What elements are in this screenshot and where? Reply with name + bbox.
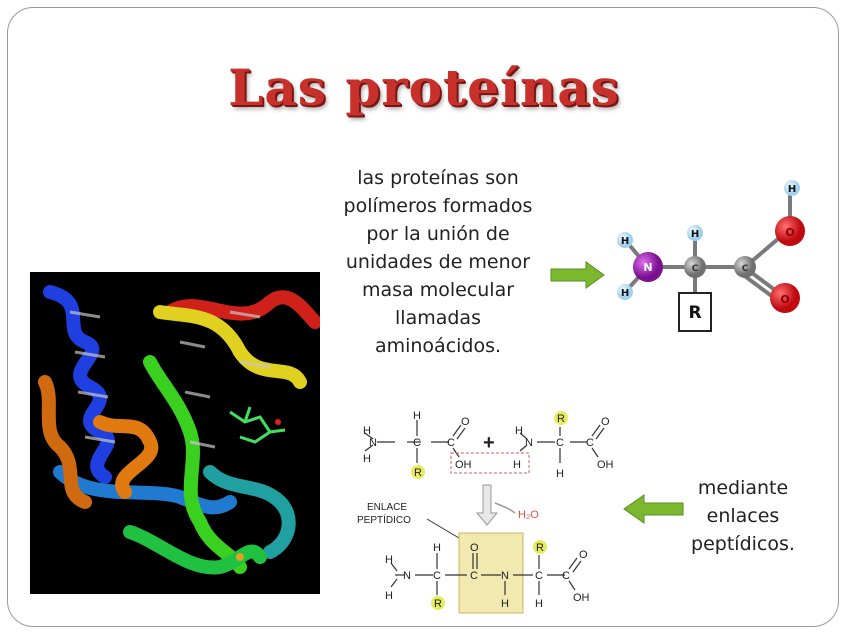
carbon-label: C: [692, 264, 699, 274]
h-label: H: [413, 410, 421, 422]
c-label: C: [556, 437, 564, 449]
protein-description: las proteínas son polímeros formados por…: [318, 164, 558, 360]
h-label: H: [385, 554, 393, 566]
arrow-left-icon: [623, 494, 684, 524]
description-line-1: las proteínas son: [357, 167, 519, 189]
description-line-5: masa molecular: [361, 279, 515, 301]
o-label: O: [601, 416, 610, 428]
h-label: H: [515, 425, 523, 437]
n-label: N: [369, 437, 377, 449]
c-label: C: [470, 570, 478, 582]
plus-sign: +: [483, 432, 495, 454]
r-label: R: [536, 542, 544, 554]
h-label: H: [501, 598, 509, 610]
peptide-bond-description: mediante enlaces peptídicos.: [668, 474, 818, 558]
peptide-bond-label-line-1: ENLACE: [367, 502, 407, 513]
peptide-bond-label-line-2: PEPTÍDICO: [357, 513, 411, 526]
o-label: O: [470, 542, 479, 554]
nitrogen-label: N: [643, 261, 652, 274]
h-label: H: [385, 590, 393, 602]
n-label: N: [525, 437, 533, 449]
c-label: C: [562, 570, 570, 582]
h-label: H: [621, 236, 629, 247]
bond-line-1: mediante: [697, 477, 789, 499]
arrow-right-icon: [550, 261, 605, 289]
n-label: N: [403, 570, 411, 582]
h-label: H: [433, 542, 441, 554]
h-label: H: [621, 288, 629, 299]
c-label: C: [586, 437, 594, 449]
h-label: H: [535, 598, 543, 610]
description-line-3: por la unión de: [366, 223, 510, 245]
h-label: H: [513, 459, 521, 471]
oh-label: OH: [455, 459, 472, 471]
description-line-2: polímeros formados: [343, 195, 533, 217]
c-label: C: [433, 570, 441, 582]
description-line-4: unidades de menor: [345, 251, 531, 273]
oxygen-label: O: [780, 293, 789, 306]
h-label: H: [363, 425, 371, 437]
oh-label: OH: [597, 459, 614, 471]
o-label: O: [579, 549, 588, 561]
carbon-label: C: [742, 264, 749, 274]
r-label: R: [434, 598, 442, 610]
bond-line-3: peptídicos.: [691, 533, 795, 555]
h-label: H: [363, 453, 371, 465]
description-line-6: llamadas: [395, 307, 481, 329]
bond-line-2: enlaces: [706, 505, 780, 527]
oh-label: OH: [573, 592, 590, 604]
r-group-label: R: [688, 303, 701, 323]
c-label: C: [447, 437, 455, 449]
h-label: H: [691, 229, 699, 240]
h-label: H: [788, 184, 796, 195]
water-label: H₂O: [518, 509, 539, 521]
description-line-7: aminoácidos.: [374, 335, 502, 357]
c-label: C: [535, 570, 543, 582]
r-label: R: [414, 467, 422, 479]
protein-structure-image: [30, 272, 320, 594]
r-label: R: [557, 413, 565, 425]
oxygen-label: O: [785, 226, 794, 239]
h-label: H: [556, 468, 564, 480]
n-label: N: [501, 570, 509, 582]
o-label: O: [461, 416, 470, 428]
amino-acid-molecule-diagram: H H H H N C C O O R: [617, 180, 805, 332]
peptide-bond-reaction-diagram: H N H C H R C O OH + H N H R C H C O OH …: [357, 410, 614, 614]
slide-title: Las proteínas: [228, 58, 620, 117]
c-label: C: [413, 437, 421, 449]
